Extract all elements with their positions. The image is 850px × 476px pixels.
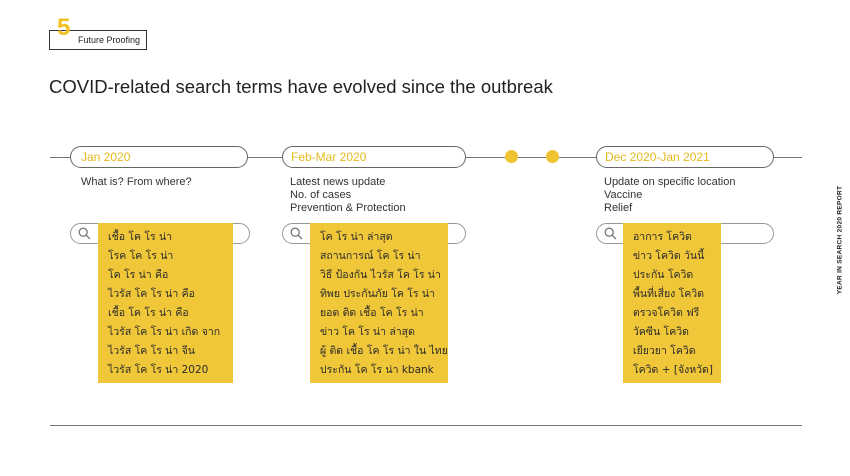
search-term: อาการ โควิด [633, 231, 692, 243]
period-label: Jan 2020 [81, 150, 131, 164]
search-term: ยอด ติด เชื้อ โค โร น่า [320, 307, 424, 319]
section-label: Future Proofing [78, 35, 141, 45]
search-term: วัคซีน โควิด [633, 326, 689, 338]
search-term: วิธี ป้องกัน ไวรัส โค โร น่า [320, 269, 441, 281]
period-description-feb-mar-2020: Latest news update No. of cases Preventi… [290, 176, 406, 215]
search-term: สถานการณ์ โค โร น่า [320, 250, 421, 262]
search-term: ไวรัส โค โร น่า เกิด จาก [108, 326, 221, 338]
search-term: ไวรัส โค โร น่า คือ [108, 288, 195, 300]
search-term: ไวรัส โค โร น่า จีน [108, 345, 195, 357]
period-description-dec-2020-jan-2021: Update on specific location Vaccine Reli… [604, 176, 735, 215]
terms-panel-feb-mar-2020: โค โร น่า ล่าสุด สถานการณ์ โค โร น่า วิธ… [310, 223, 448, 383]
search-term: ตรวจโควิด ฟรี [633, 307, 700, 319]
search-icon [78, 227, 91, 240]
terms-panel-jan-2020: เชื้อ โค โร น่า โรค โค โร น่า โค โร น่า … [98, 223, 233, 383]
search-term: เชื้อ โค โร น่า [108, 231, 173, 243]
search-term: โค โร น่า ล่าสุด [320, 231, 393, 243]
timeline-dot [505, 150, 518, 163]
search-icon [604, 227, 617, 240]
description-line: Update on specific location [604, 176, 736, 188]
search-icon [290, 227, 303, 240]
period-pill-jan-2020: Jan 2020 [70, 146, 248, 168]
search-term: ไวรัส โค โร น่า 2020 [108, 364, 209, 376]
page-title: COVID-related search terms have evolved … [49, 76, 553, 97]
search-term: ประกัน โควิด [633, 269, 694, 281]
period-label: Feb-Mar 2020 [291, 150, 367, 164]
search-term: ข่าว โควิด วันนี้ [633, 250, 705, 262]
timeline-dot [546, 150, 559, 163]
search-term: โค โร น่า คือ [108, 269, 169, 281]
period-description-jan-2020: What is? From where? [81, 176, 192, 189]
description-line: Prevention & Protection [290, 202, 406, 214]
search-term: โควิด + [จังหวัด] [633, 364, 713, 376]
period-pill-feb-mar-2020: Feb-Mar 2020 [282, 146, 466, 168]
search-term: โรค โค โร น่า [108, 250, 174, 262]
section-number: 5 [57, 14, 71, 41]
report-side-label: YEAR IN SEARCH 2020 REPORT [836, 185, 844, 295]
search-term: เยียวยา โควิด [633, 345, 696, 357]
search-term: ทิพย ประกันภัย โค โร น่า [320, 288, 435, 300]
footer-divider [50, 425, 802, 426]
description-line: Relief [604, 202, 633, 214]
description-line: What is? From where? [81, 176, 192, 188]
section-tag [49, 30, 147, 50]
terms-panel-dec-2020-jan-2021: อาการ โควิด ข่าว โควิด วันนี้ ประกัน โคว… [623, 223, 721, 383]
search-term: เชื้อ โค โร น่า คือ [108, 307, 189, 319]
description-line: Latest news update [290, 176, 386, 188]
search-term: ผู้ ติด เชื้อ โค โร น่า ใน ไทย [320, 345, 448, 357]
period-pill-dec-2020-jan-2021: Dec 2020-Jan 2021 [596, 146, 774, 168]
description-line: No. of cases [290, 189, 352, 201]
search-term: ข่าว โค โร น่า ล่าสุด [320, 326, 415, 338]
description-line: Vaccine [604, 189, 643, 201]
search-term: ประกัน โค โร น่า kbank [320, 364, 434, 376]
period-label: Dec 2020-Jan 2021 [605, 150, 710, 164]
search-term: พื้นที่เสี่ยง โควิด [633, 288, 705, 300]
